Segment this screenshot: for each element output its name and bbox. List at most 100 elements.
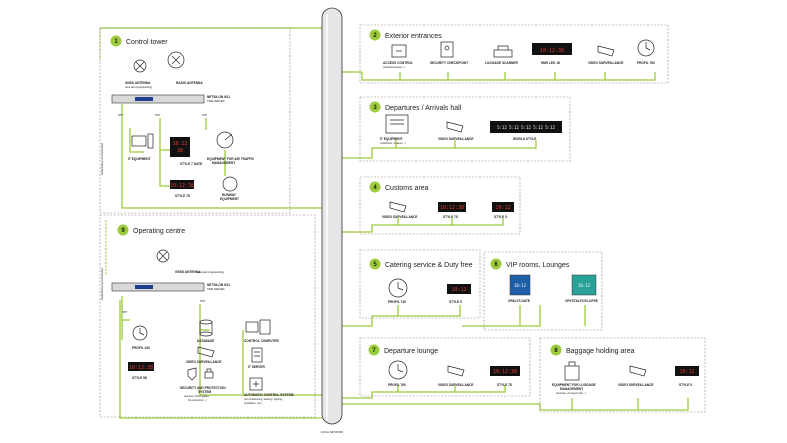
- svg-text:10:12: 10:12: [495, 205, 510, 211]
- luggage-scanner-label: LUGGAGE SCANNER: [485, 61, 518, 65]
- redundancy-label: Redundancy recommended: [100, 143, 104, 175]
- radar-icon: [216, 131, 234, 149]
- time-server-icon: [111, 94, 205, 104]
- svg-text:10:12:38: 10:12:38: [170, 183, 194, 189]
- zone-title: Customs area: [385, 185, 429, 192]
- video-surveillance-label: VIDEO SURVEILLANCE: [618, 383, 654, 387]
- svg-text:10:12: 10:12: [451, 287, 466, 293]
- lock-icon: [204, 368, 214, 379]
- video-surveillance-label: VIDEO SURVEILLANCE: [382, 215, 418, 219]
- zone-2-header: 2 Exterior entrances: [369, 29, 442, 41]
- auto-control-sub: (air conditioning, heating, lighting,: [244, 397, 283, 401]
- zone-3-box: [359, 96, 571, 162]
- database-icon: [199, 319, 213, 337]
- led-display-icon: 10:12:38: [128, 362, 154, 371]
- crystalys-label: CRYSTALYS ELLIPSE: [565, 299, 598, 303]
- clock-display-icon: 10:12 38: [170, 137, 190, 157]
- zone-number-badge: [369, 258, 381, 270]
- analog-clock-icon: [388, 278, 408, 298]
- analog-clock-icon: [132, 325, 148, 341]
- security-sub: (access control gates,: [184, 394, 210, 398]
- gnss-antenna-sub: (anti-jamming/spoofing): [197, 270, 224, 274]
- ntp-label: NTP: [118, 113, 123, 117]
- zone-4-content: VIDEO SURVEILLANCE 10:12:38 STYLE 7S 10:…: [382, 201, 514, 219]
- security-checkpoint-label: SECURITY CHECKPOINT: [430, 61, 468, 65]
- zone-title: Control tower: [126, 39, 168, 46]
- zone-2-box: [359, 24, 669, 84]
- auto-control-sub-2: ventilation, etc.): [244, 401, 262, 405]
- zone-2-content: ACCESS CONTROL (restricted areas...) SEC…: [383, 39, 655, 69]
- analog-clock-icon: [637, 39, 655, 57]
- luggage-icon: [564, 361, 580, 381]
- zone-number-badge: [110, 35, 122, 47]
- luggage-equipment-label-2: MANAGEMENT: [560, 387, 583, 391]
- ntp-label: NTP: [155, 113, 160, 117]
- style5-label: STYLE 5: [494, 215, 507, 219]
- zone-9-header: 9 Operating centre: [117, 224, 185, 236]
- zone-6-content: 10:12 OPALYS DATE 10:12 CRYSTALYS ELLIPS…: [508, 274, 598, 303]
- led-display-icon: 10:12: [492, 202, 514, 212]
- svg-text:10:12: 10:12: [172, 141, 187, 147]
- style5-label: STYLE 5: [679, 383, 692, 387]
- profil-760-label: PROFIL 760: [388, 383, 406, 387]
- video-surveillance-label: VIDEO SURVEILLANCE: [186, 360, 222, 364]
- zone-title: Catering service & Duty free: [385, 262, 473, 269]
- luggage-equipment-label: EQUIPMENT FOR LUGGAGE: [552, 383, 596, 387]
- zone-9-content: GNSS ANTENNA (anti-jamming/spoofing) NET…: [111, 249, 294, 405]
- profil-760-label: PROFIL 760: [637, 61, 655, 65]
- zone-number: 6: [494, 262, 498, 268]
- access-control-sub: (restricted areas...): [383, 65, 405, 69]
- camera-icon: [447, 365, 465, 377]
- camera-icon: [629, 365, 647, 377]
- backbone-label: LOCAL NETWORK: [321, 430, 344, 434]
- zone-headers: 1 Control tower 2 Exterior entrances 3 D…: [110, 29, 635, 356]
- zone-title: VIP rooms, Lounges: [506, 262, 570, 269]
- time-server-sub: TIME SERVER: [207, 287, 225, 291]
- gnss-antenna-icon: [133, 59, 147, 73]
- profil-240-label: PROFIL 240: [132, 346, 150, 350]
- hms-label: HMS LED 18: [541, 61, 560, 65]
- control-computer-icon: [245, 319, 271, 335]
- zone-8-content: EQUIPMENT FOR LUGGAGE MANAGEMENT (scanne…: [552, 361, 699, 395]
- database-label: DATABASE: [197, 339, 214, 343]
- style5d-label: STYLE 5D: [132, 376, 148, 380]
- zone-title: Departure lounge: [384, 348, 438, 355]
- zone-9-box: [99, 214, 316, 418]
- security-sub-2: fire protection...): [188, 398, 207, 402]
- ptp-label: PTP: [202, 113, 207, 117]
- time-server-label: NETSILON 9/11: [207, 283, 230, 287]
- style7s-label: STYLE 7S: [497, 383, 512, 387]
- zone-7-header: 7 Departure lounge: [368, 344, 438, 356]
- time-server-icon: [111, 282, 205, 292]
- world-clock-icon: 5:12 5:12 5:12 5:12 5:12: [490, 121, 562, 133]
- zone-7-content: PROFIL 760 VIDEO SURVEILLANCE 10:12:38 S…: [388, 360, 520, 387]
- svg-text:10:12:38: 10:12:38: [440, 205, 464, 211]
- zone-number: 4: [373, 185, 377, 191]
- opalys-clock-icon: 10:12: [509, 274, 531, 296]
- shield-icon: [187, 367, 197, 381]
- security-checkpoint-icon: [440, 41, 454, 58]
- svg-text:38: 38: [177, 148, 183, 154]
- local-network-backbone: LOCAL NETWORK: [321, 7, 344, 434]
- zone-title: Exterior entrances: [385, 33, 442, 40]
- runway-label-2: EQUIPMENT: [220, 197, 239, 201]
- led-time: 10:12:38: [540, 48, 564, 54]
- it-equipment-sub: (machines, screens...): [380, 141, 406, 145]
- opalys-label: OPALYS DATE: [508, 299, 530, 303]
- style7-date-label: STYLE 7 DATE: [180, 162, 202, 166]
- zone-number-badge: [490, 258, 502, 270]
- zone-1-box: [99, 27, 291, 214]
- svg-text:10:12:38: 10:12:38: [493, 369, 517, 375]
- zone-3-content: IT EQUIPMENT (machines, screens...) VIDE…: [380, 114, 562, 145]
- zone-title: Departures / Arrivals hall: [385, 105, 462, 112]
- auto-control-label: AUTOMATIC CONTROL SYSTEM: [244, 393, 294, 397]
- zone-4-header: 4 Customs area: [369, 181, 429, 193]
- zone-number-badge: [369, 29, 381, 41]
- it-server-label: IT SERVER: [248, 365, 265, 369]
- crystalys-clock-icon: 10:12: [571, 274, 597, 296]
- it-equipment-icon: [385, 114, 409, 134]
- zone-number-badge: [369, 181, 381, 193]
- profil-740-label: PROFIL 740: [388, 300, 406, 304]
- led-display-icon: 10:12:38: [170, 180, 194, 189]
